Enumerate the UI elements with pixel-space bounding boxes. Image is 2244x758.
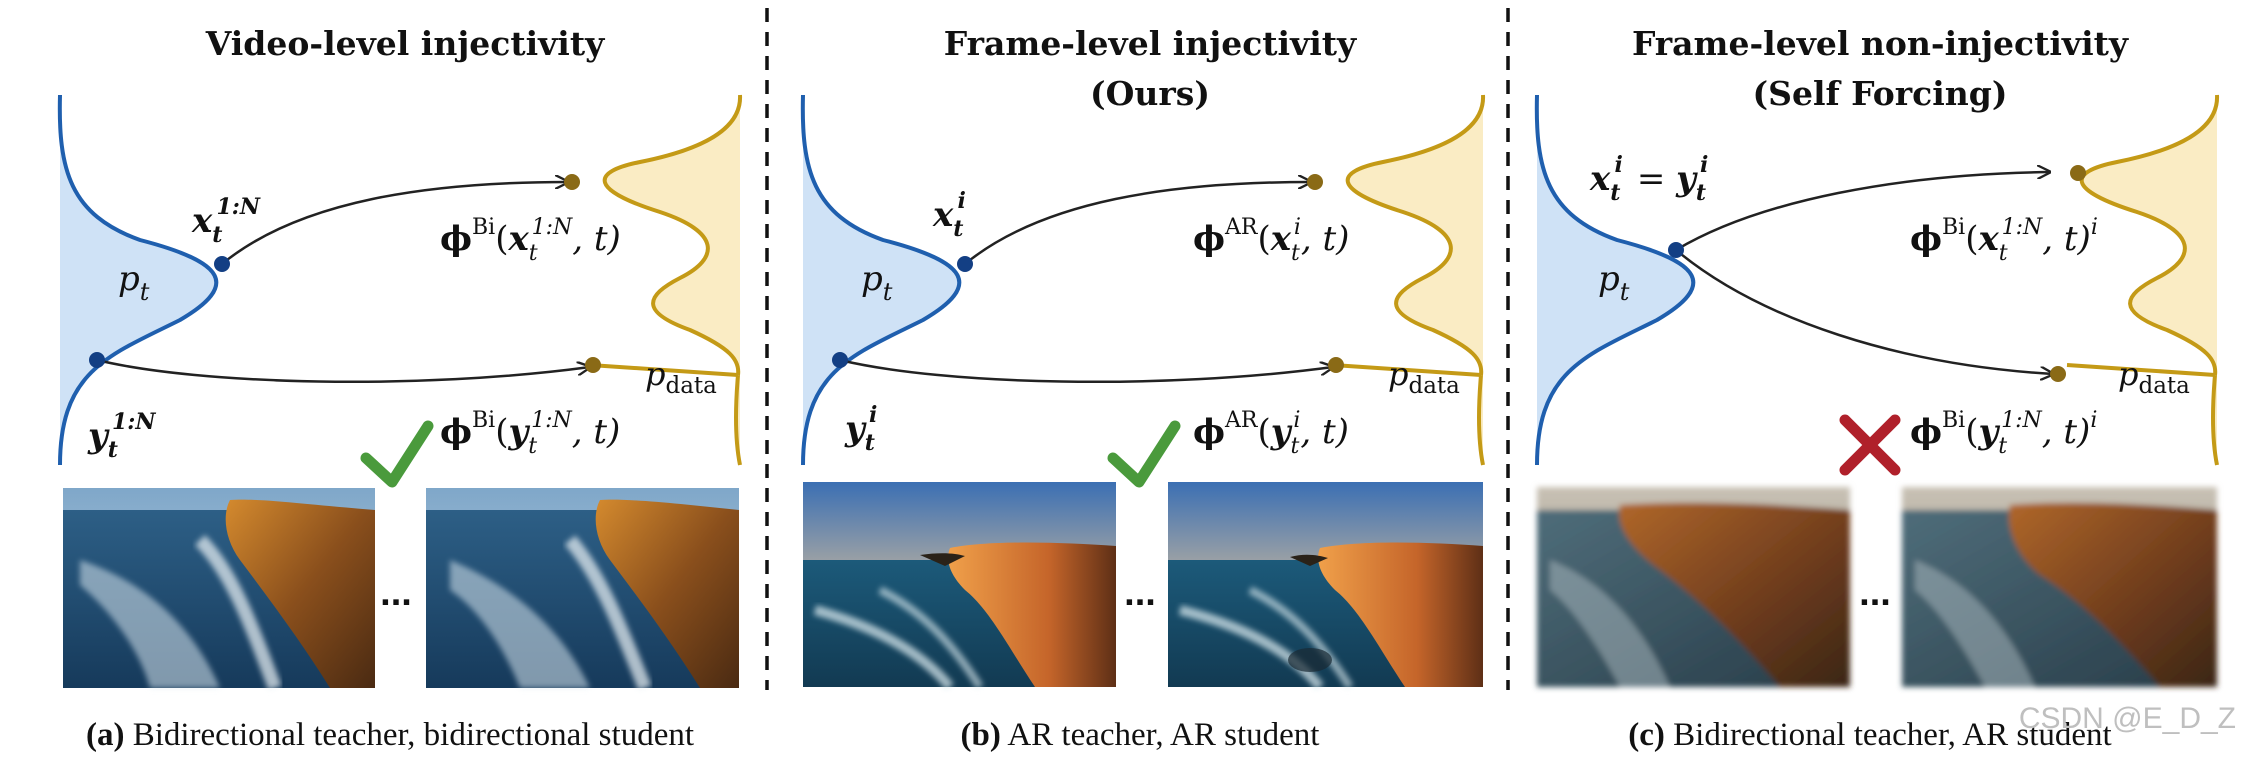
frame-ellipsis: ... [1124, 572, 1156, 614]
video-frame-1 [63, 488, 375, 691]
noise-point-y [89, 352, 105, 368]
noise-density-label: pt [861, 259, 893, 306]
noise-density-label: pt [1598, 259, 1630, 306]
data-distribution-curve [1345, 94, 1486, 376]
mapping-arrow-bottom [839, 358, 1333, 384]
data-density-label: pdata [1388, 355, 1460, 399]
y-point-label: yti [844, 402, 877, 456]
noise-density-label: pt [118, 259, 150, 306]
map-top-label: ϕBi(xt1:N, t)i [1910, 215, 2098, 266]
noise-distribution-curve [1534, 94, 1696, 466]
video-frame-2 [1902, 487, 2217, 687]
panel-a-title: Video-level injectivity [205, 24, 605, 63]
video-frame-1 [1537, 487, 1850, 687]
panel-b-caption: (b) AR teacher, AR student [961, 717, 1320, 753]
panel-c: Frame-level non-injectivity (Self Forcin… [1534, 24, 2220, 753]
data-distribution-edge [2066, 363, 2219, 466]
panel-c-title-line-1: Frame-level non-injectivity [1632, 24, 2129, 63]
frame-ellipsis: ... [380, 572, 412, 614]
data-density-label: pdata [645, 355, 717, 399]
data-distribution-curve [602, 94, 743, 376]
mapping-arrow-top [1675, 172, 2050, 252]
panel-a: Video-level injectivity pt pdata xt1:N y… [57, 24, 743, 753]
video-frame-1 [803, 482, 1116, 691]
data-distribution-edge [1332, 363, 1485, 466]
data-distribution-edge [589, 363, 742, 466]
panel-c-title-line-2: (Self Forcing) [1753, 74, 2008, 113]
noise-distribution-fill [802, 95, 960, 465]
map-top-label: ϕAR(xti, t) [1193, 215, 1349, 266]
noise-point-shared [1668, 242, 1684, 258]
data-distribution-fill [1347, 95, 1484, 465]
watermark: CSDN @E_D_Z [2019, 702, 2236, 735]
noise-point-x [214, 256, 230, 272]
x-point-label: xt1:N [191, 194, 261, 248]
data-density-label: pdata [2118, 355, 2190, 399]
x-equals-y-label: xti= yti [1589, 152, 1708, 206]
map-bottom-label: ϕBi(yt1:N, t)i [1910, 408, 2097, 459]
panel-c-caption: (c) Bidirectional teacher, AR student [1628, 717, 2111, 753]
noise-distribution-fill [59, 95, 217, 465]
data-distribution-fill [604, 95, 741, 465]
panel-a-caption: (a) Bidirectional teacher, bidirectional… [86, 717, 694, 753]
x-point-label: xti [932, 188, 966, 242]
noise-distribution-fill [1536, 95, 1694, 465]
panel-b-title-line-2: (Ours) [1090, 74, 1210, 113]
check-icon [1107, 420, 1181, 488]
map-top-label: ϕBi(xt1:N, t) [440, 215, 621, 266]
data-point-top [564, 174, 580, 190]
data-distribution-fill [2081, 95, 2218, 465]
frame-ellipsis: ... [1859, 572, 1891, 614]
noise-distribution-curve [57, 94, 219, 466]
data-point-top [2070, 165, 2086, 181]
mapping-arrow-top [964, 182, 1311, 265]
data-point-bottom [2050, 366, 2066, 382]
y-point-label: yt1:N [87, 409, 156, 463]
data-distribution-curve [2079, 94, 2220, 376]
panel-b-title-line-1: Frame-level injectivity [944, 24, 1357, 63]
data-point-bottom [585, 357, 601, 373]
noise-point-x [957, 256, 973, 272]
mapping-arrow-bottom [1675, 249, 2053, 374]
noise-distribution-curve [800, 94, 962, 466]
check-icon [360, 420, 434, 488]
mapping-arrow-top [221, 182, 568, 265]
data-point-top [1307, 174, 1323, 190]
map-bottom-label: ϕAR(yti, t) [1193, 408, 1349, 459]
mapping-arrow-bottom [96, 358, 590, 384]
video-frame-2 [426, 488, 739, 691]
cross-icon [1839, 414, 1901, 476]
data-point-bottom [1328, 357, 1344, 373]
noise-point-y [832, 352, 848, 368]
map-bottom-label: ϕBi(yt1:N, t) [440, 408, 620, 459]
video-frame-2 [1168, 482, 1483, 691]
panel-b: Frame-level injectivity (Ours) pt pdata … [800, 24, 1486, 753]
